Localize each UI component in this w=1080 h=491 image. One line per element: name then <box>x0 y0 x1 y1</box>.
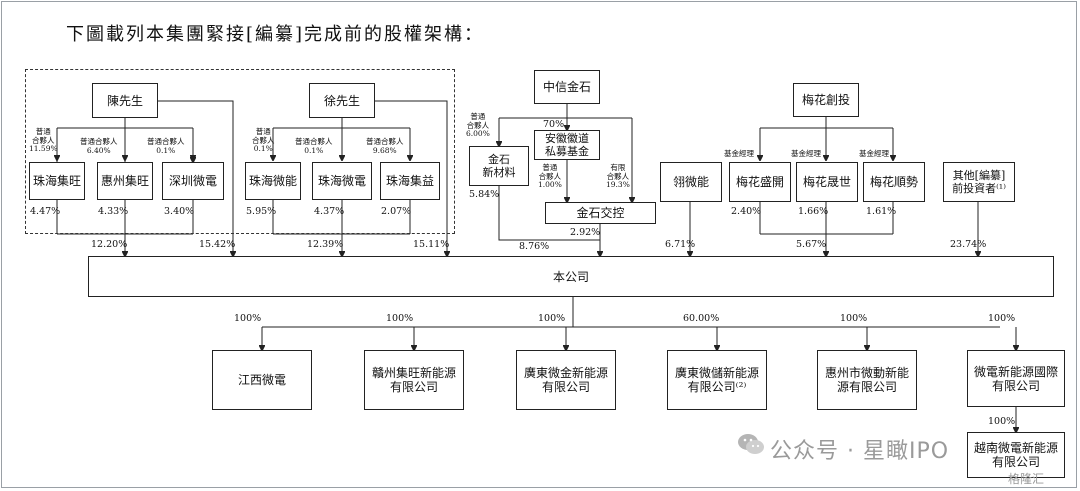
pct-label: 3.40% <box>164 206 195 217</box>
pct-label: 2.92% <box>570 227 601 238</box>
pct-label: 1.61% <box>866 206 897 217</box>
role-label: 基金經理 <box>724 149 754 158</box>
partnership-huizhou-jiwang: 惠州集旺 <box>97 162 153 200</box>
subsidiary-ganzhou: 贛州集旺新能源 有限公司 <box>364 350 464 410</box>
pct-label: 60.00% <box>683 313 720 324</box>
entity-other-investors: 其他[編纂] 前投資者⁽¹⁾ <box>943 162 1015 202</box>
pct-label: 5.84% <box>469 189 500 200</box>
fund-meihua-shengkai: 梅花盛開 <box>729 162 791 202</box>
subsidiary-jiangxi: 江西微電 <box>212 350 312 410</box>
partnership-zhuhai-weineng: 珠海微能 <box>245 162 301 200</box>
entity-xu: 徐先生 <box>309 83 375 118</box>
role-label: 普通 合夥人 0.1% <box>252 127 275 153</box>
company-box: 本公司 <box>88 256 1054 297</box>
pct-label: 100% <box>988 313 1016 324</box>
pct-label: 1.66% <box>798 206 829 217</box>
pct-label: 100% <box>234 313 262 324</box>
pct-label: 4.33% <box>98 206 129 217</box>
pct-label: 100% <box>988 416 1016 427</box>
pct-label: 70% <box>543 119 565 130</box>
diagram-title: 下圖載列本集團緊接[編纂]完成前的股權架構： <box>66 24 485 45</box>
subsidiary-yuenan: 越南微電新能源 有限公司 <box>967 432 1065 478</box>
fund-meihua-shunshi: 梅花順勢 <box>863 162 925 202</box>
role-label: 普通合夥人 9.68% <box>366 137 404 155</box>
pct-label: 23.74% <box>950 239 987 250</box>
pct-label: 4.37% <box>314 206 345 217</box>
partnership-shenzhen-weidian: 深圳微電 <box>162 162 224 200</box>
controlling-group-boundary <box>25 69 455 234</box>
entity-xiang-weineng: 翎微能 <box>660 162 722 202</box>
role-label: 普通 合夥人 11.59% <box>29 127 58 153</box>
role-label: 基金經理 <box>859 149 889 158</box>
pct-label: 100% <box>538 313 566 324</box>
entity-jinshi-material: 金石 新材料 <box>469 146 529 186</box>
pct-label: 12.20% <box>91 239 128 250</box>
entity-chen: 陳先生 <box>92 83 158 118</box>
role-label: 基金經理 <box>791 149 821 158</box>
entity-meihua: 梅花創投 <box>793 83 859 117</box>
role-label: 有限 合夥人 19.3% <box>606 163 630 189</box>
role-label: 普通合夥人 0.1% <box>147 137 185 155</box>
partnership-zhuhai-jiwang: 珠海集旺 <box>29 162 85 200</box>
wechat-icon <box>738 434 764 454</box>
watermark-badge: 格隆汇 <box>1008 472 1045 486</box>
subsidiary-huizhou-weidong: 惠州市微動新能 源有限公司 <box>817 350 917 410</box>
pct-label: 2.07% <box>381 206 412 217</box>
pct-label: 100% <box>386 313 414 324</box>
partnership-zhuhai-jiyi: 珠海集益 <box>380 162 440 200</box>
fund-meihua-shengshi: 梅花晟世 <box>796 162 858 202</box>
subsidiary-international: 微電新能源國際 有限公司 <box>967 350 1065 407</box>
role-label: 普通合夥人 0.1% <box>295 137 333 155</box>
subsidiary-guangdong-weijin: 廣東微金新能源 有限公司 <box>516 350 616 410</box>
watermark-text: 公众号 · 星瞰IPO <box>770 439 950 464</box>
subsidiary-guangdong-weichu: 廣東微儲新能源 有限公司⁽²⁾ <box>667 350 767 410</box>
pct-label: 6.71% <box>665 239 696 250</box>
role-label: 普通 合夥人 1.00% <box>538 163 562 189</box>
pct-label: 8.76% <box>519 241 550 252</box>
entity-citic: 中信金石 <box>534 70 600 104</box>
pct-label: 100% <box>840 313 868 324</box>
role-label: 普通合夥人 6.40% <box>80 137 118 155</box>
pct-label: 15.42% <box>199 239 236 250</box>
entity-jinshi-jiaokong: 金石交控 <box>545 202 656 224</box>
pct-label: 5.95% <box>246 206 277 217</box>
pct-label: 12.39% <box>307 239 344 250</box>
pct-label: 5.67% <box>796 239 827 250</box>
pct-label: 2.40% <box>731 206 762 217</box>
pct-label: 15.11% <box>413 239 450 250</box>
partnership-zhuhai-weidian: 珠海微電 <box>312 162 372 200</box>
role-label: 普通 合夥人 6.00% <box>466 112 490 138</box>
fund-anhui: 安徽徽道 私募基金 <box>534 130 600 160</box>
pct-label: 4.47% <box>30 206 61 217</box>
